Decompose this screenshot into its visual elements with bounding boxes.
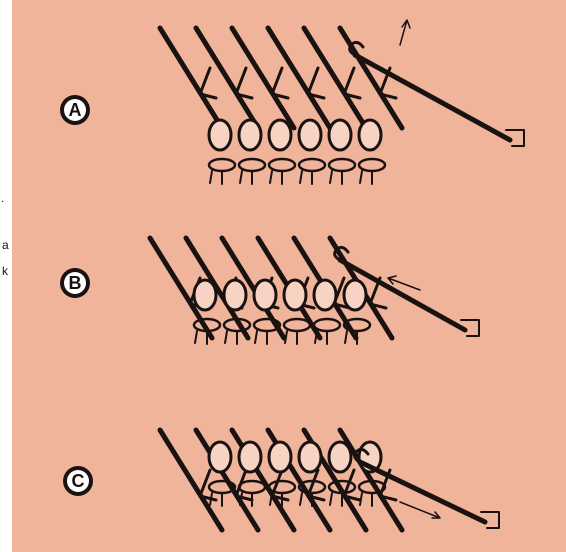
step-label: B xyxy=(69,273,82,293)
strand-fork xyxy=(344,470,360,500)
stitch-loop xyxy=(299,120,321,150)
strand-fork xyxy=(272,470,288,500)
chain-tail xyxy=(270,171,282,184)
stitch-loop xyxy=(209,120,231,150)
stitch-loop xyxy=(224,280,246,310)
chain-tail xyxy=(330,493,342,506)
yarn-strand xyxy=(160,28,222,128)
chain-tail xyxy=(255,331,267,344)
step-c-marker: C xyxy=(63,466,93,496)
step-label: A xyxy=(69,100,82,120)
step-a-marker: A xyxy=(60,95,90,125)
stitch-loop xyxy=(329,442,351,472)
chain-link xyxy=(299,159,325,171)
chain-tail xyxy=(285,331,297,344)
chain-link xyxy=(269,159,295,171)
chain-tail xyxy=(360,493,372,506)
strand-fork xyxy=(272,68,288,98)
chain-tail xyxy=(300,171,312,184)
stitch-loop xyxy=(269,442,291,472)
step-c-illustration xyxy=(160,430,499,530)
chain-tail xyxy=(195,331,207,344)
stitch-loop xyxy=(344,280,366,310)
chain-link xyxy=(359,159,385,171)
chain-link xyxy=(284,319,310,331)
stitch-loop xyxy=(209,442,231,472)
step-b-marker: B xyxy=(60,268,90,298)
stitch-loop xyxy=(299,442,321,472)
chain-link xyxy=(329,159,355,171)
stitch-loop xyxy=(239,120,261,150)
stitch-loop xyxy=(239,442,261,472)
chain-link xyxy=(209,159,235,171)
chain-tail xyxy=(330,171,342,184)
chain-tail xyxy=(240,171,252,184)
stitch-loop xyxy=(284,280,306,310)
stitch-loop xyxy=(194,280,216,310)
stitch-loop xyxy=(329,120,351,150)
chain-link xyxy=(239,481,265,493)
step-label: C xyxy=(72,471,85,491)
chain-tail xyxy=(360,171,372,184)
strand-fork xyxy=(200,470,216,500)
motion-arrow xyxy=(400,20,410,45)
chain-link xyxy=(269,481,295,493)
step-b-illustration xyxy=(150,238,479,344)
strand-fork xyxy=(308,68,324,98)
motion-arrow xyxy=(400,502,440,518)
stitch-loop xyxy=(254,280,276,310)
chain-link xyxy=(239,159,265,171)
chain-tail xyxy=(225,331,237,344)
chain-tail xyxy=(210,171,222,184)
strand-fork xyxy=(344,68,360,98)
stitch-loop xyxy=(314,280,336,310)
strand-fork xyxy=(200,68,216,98)
stitch-loop xyxy=(359,120,381,150)
step-a-illustration xyxy=(160,20,524,184)
chain-link xyxy=(314,319,340,331)
strand-fork xyxy=(236,68,252,98)
stitch-loop xyxy=(269,120,291,150)
strand-fork xyxy=(308,470,324,500)
